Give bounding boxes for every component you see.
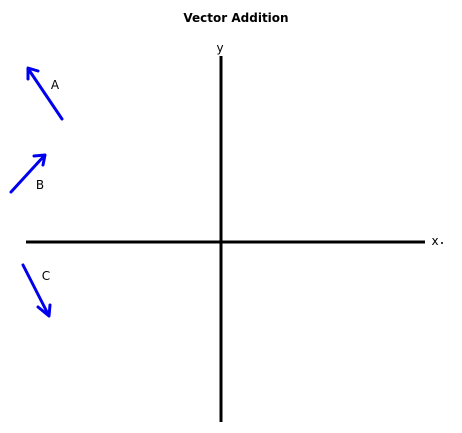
vector-c-arrowhead [36,303,52,318]
x-axis-label-dot [441,242,443,244]
y-axis-label: y [216,41,223,55]
vector-c-shaft [21,263,50,316]
x-axis-label: x [431,234,438,248]
vector-b[interactable] [9,153,47,194]
vector-b-shaft [9,154,46,194]
vector-b-arrowhead [32,153,47,167]
vector-a[interactable] [26,66,64,121]
vector-a-arrowhead [26,66,40,81]
vector-a-label: A [51,78,60,92]
vector-c-label: C [42,269,50,283]
vector-b-label: B [36,178,44,192]
diagram-title: Vector Addition [183,11,288,25]
vector-c[interactable] [21,263,52,318]
vector-a-shaft [27,68,64,121]
